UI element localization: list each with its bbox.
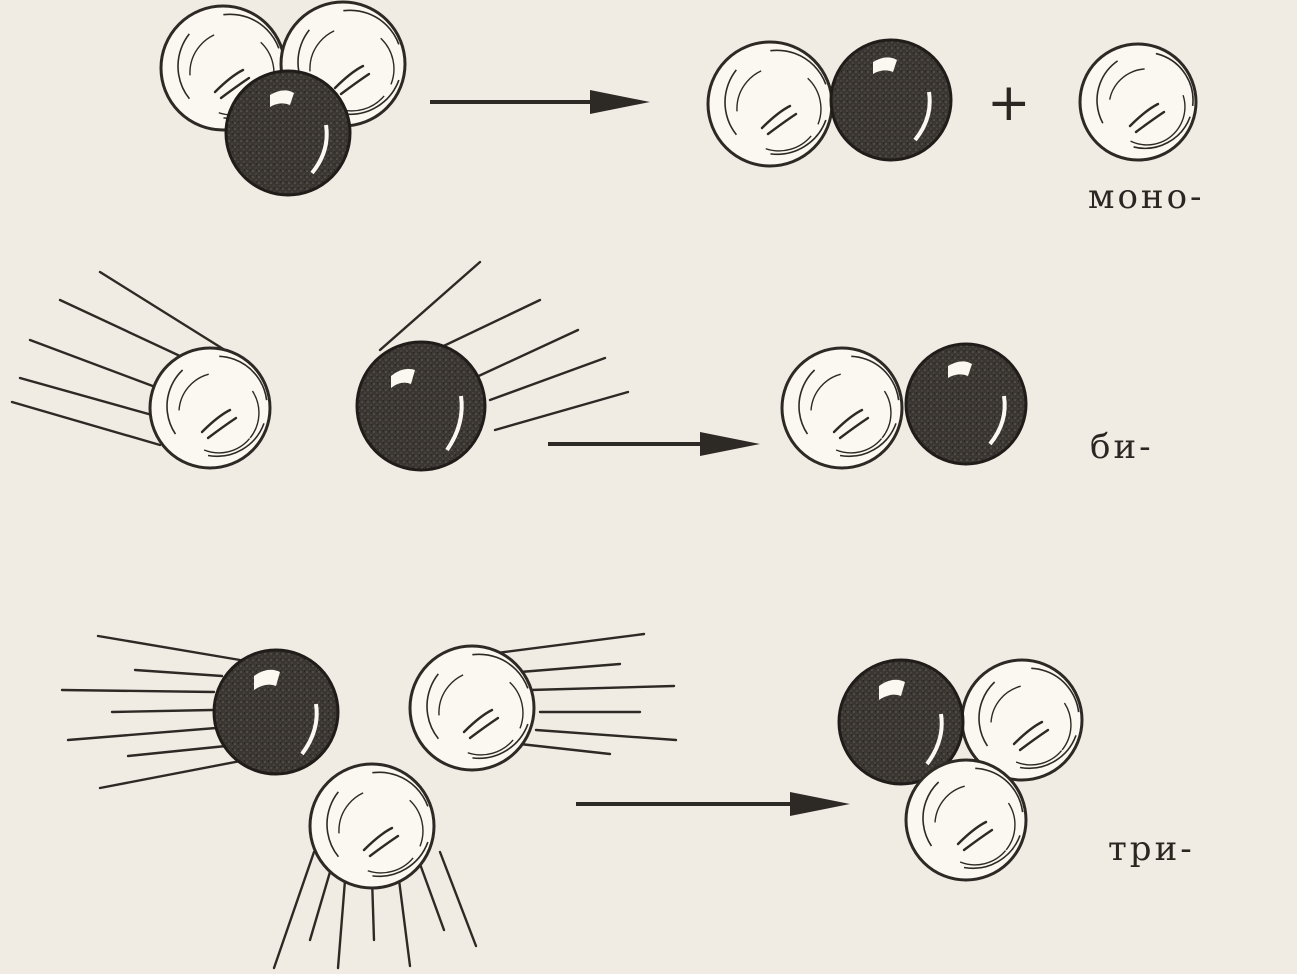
label-tri: три-	[1108, 829, 1195, 869]
dark-ball	[226, 71, 350, 195]
light-ball	[782, 342, 913, 470]
reactant-cluster-mono	[161, 0, 417, 195]
product-pair-bi	[782, 342, 1026, 470]
label-bi: би-	[1090, 427, 1154, 467]
light-ball	[708, 36, 844, 169]
dark-ball	[214, 650, 338, 774]
label-mono: моно-	[1088, 177, 1205, 217]
plus-sign: +	[987, 73, 1031, 133]
arrow-mono	[430, 90, 650, 114]
row-mono: + моно-	[161, 0, 1207, 217]
light-ball	[310, 758, 446, 891]
dark-ball	[357, 342, 485, 470]
light-ball	[410, 640, 546, 773]
product-cluster-tri	[839, 654, 1093, 882]
light-ball	[1080, 39, 1207, 162]
dark-ball	[906, 344, 1026, 464]
product-pair-mono	[708, 36, 951, 169]
light-ball	[150, 342, 281, 470]
dark-ball	[831, 40, 951, 160]
arrow-bi	[548, 432, 760, 456]
row-bi: би-	[12, 262, 1154, 470]
row-tri: три-	[62, 634, 1195, 968]
arrow-tri	[576, 792, 850, 816]
